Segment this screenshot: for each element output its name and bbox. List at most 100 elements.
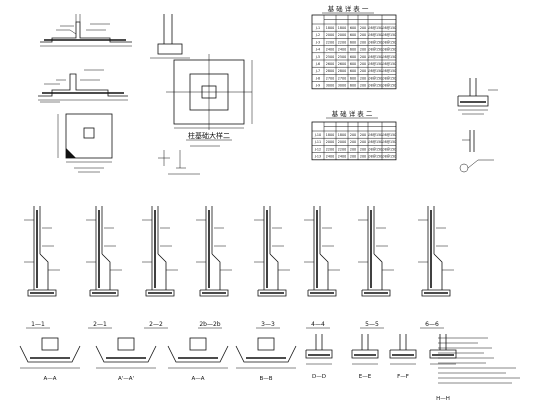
foundation-table-2-cell: J-13 bbox=[314, 155, 321, 159]
foundation-table-1-cell: 200 bbox=[360, 62, 366, 66]
foundation-section-detail-upper bbox=[40, 14, 132, 47]
foundation-table-1-cell: 600 bbox=[350, 33, 356, 37]
foundation-table-1-cell: 2000 bbox=[338, 33, 346, 37]
foundation-table-2-cell: 2200 bbox=[326, 147, 334, 151]
foundation-table-1-cell: ∅8@150 bbox=[368, 48, 383, 52]
foundation-table-1-cell: ∅8@150 bbox=[382, 55, 397, 59]
wall-sections-row: 1—1 2—1 2—2 2b—2b 3—3 4—4 5—5 6—6 bbox=[24, 206, 454, 329]
foundation-table-1-cell: 1800 bbox=[338, 26, 346, 30]
wall-section-label: 5—5 bbox=[365, 321, 379, 328]
foundation-table-1-cell: 2400 bbox=[326, 48, 334, 52]
bottom-section-4: B—B bbox=[235, 337, 297, 382]
foundation-table-2-cell: 200 bbox=[360, 155, 366, 159]
foundation-table-1-cell: 200 bbox=[360, 76, 366, 80]
foundation-table-1-cell: 2400 bbox=[338, 48, 346, 52]
foundation-table-2-cell: ∅8@150 bbox=[382, 133, 397, 137]
bottom-section-1: A—A bbox=[19, 337, 81, 382]
foundation-table-2-cell: 2000 bbox=[326, 140, 334, 144]
wall-section-6: 4—4 bbox=[304, 206, 340, 329]
bottom-section-label: A—A bbox=[191, 376, 204, 382]
foundation-table-1-cell: J-9 bbox=[315, 84, 320, 88]
bottom-section-label: E—E bbox=[359, 374, 372, 380]
foundation-table-1-cell: 2500 bbox=[338, 55, 346, 59]
foundation-table-1-cell: 600 bbox=[350, 40, 356, 44]
foundation-table-1-cell: ∅8@150 bbox=[382, 33, 397, 37]
bottom-section-label: F—F bbox=[397, 374, 409, 380]
foundation-table-1-cell: 200 bbox=[360, 84, 366, 88]
foundation-table-2-cell: ∅8@150 bbox=[368, 140, 383, 144]
wall-section-label: 2b—2b bbox=[199, 321, 220, 328]
foundation-table-1-cell: ∅8@150 bbox=[382, 40, 397, 44]
foundation-table-2-cell: J-10 bbox=[314, 133, 321, 137]
wall-section-2: 2—1 bbox=[86, 206, 122, 329]
column-base-plan: 柱基础大样二 bbox=[150, 14, 253, 147]
foundation-table-1-cell: 200 bbox=[360, 26, 366, 30]
foundation-table-1-cell: 2600 bbox=[338, 62, 346, 66]
bottom-section-3: A—A bbox=[167, 337, 229, 382]
foundation-table-1-cell: 2500 bbox=[326, 55, 334, 59]
foundation-table-1-cell: 200 bbox=[360, 48, 366, 52]
foundation-table-1-cell: 200 bbox=[360, 55, 366, 59]
small-column-detail bbox=[158, 150, 200, 175]
foundation-table-1-cell: ∅8@150 bbox=[368, 69, 383, 73]
foundation-table-1-cell: 2200 bbox=[338, 40, 346, 44]
foundation-table-2-cell: J-12 bbox=[314, 147, 321, 151]
foundation-table-2-cell: ∅8@150 bbox=[368, 147, 383, 151]
bottom-section-8: H—H bbox=[429, 334, 457, 402]
foundation-table-1-cell: ∅8@150 bbox=[368, 76, 383, 80]
foundation-table-1-cell: 600 bbox=[350, 76, 356, 80]
foundation-table-1-cell: ∅8@150 bbox=[368, 62, 383, 66]
foundation-table-1-cell: J-4 bbox=[315, 48, 320, 52]
bottom-section-label: D—D bbox=[312, 374, 326, 380]
foundation-table-1-cell: ∅8@150 bbox=[368, 55, 383, 59]
foundation-table-1-cell: 600 bbox=[350, 55, 356, 59]
foundation-table-1-cell: 200 bbox=[360, 69, 366, 73]
wall-section-label: 6—6 bbox=[425, 321, 439, 328]
foundation-table-2-cell: 200 bbox=[350, 155, 356, 159]
foundation-table-1-cell: ∅8@150 bbox=[382, 26, 397, 30]
foundation-table-1-cell: 2600 bbox=[326, 62, 334, 66]
wall-section-label: 1—1 bbox=[31, 321, 45, 328]
foundation-table-1-cell: ∅8@150 bbox=[382, 69, 397, 73]
foundation-table-2-cell: 2400 bbox=[338, 155, 346, 159]
wall-section-5: 3—3 bbox=[254, 206, 290, 329]
foundation-table-1-cell: ∅8@150 bbox=[382, 62, 397, 66]
foundation-table-1-cell: J-2 bbox=[315, 33, 320, 37]
wall-section-4: 2b—2b bbox=[196, 206, 232, 329]
foundation-table-2-cell: 200 bbox=[360, 147, 366, 151]
foundation-table-1-cell: J-6 bbox=[315, 62, 320, 66]
foundation-table-1-cell: J-7 bbox=[315, 69, 320, 73]
foundation-section-detail-lower bbox=[38, 69, 128, 103]
foundation-table-1-cell: 600 bbox=[350, 69, 356, 73]
foundation-table-2-cell: 2200 bbox=[338, 147, 346, 151]
foundation-table-2-cell: 200 bbox=[350, 133, 356, 137]
foundation-table-1-cell: 3000 bbox=[326, 84, 334, 88]
foundation-table-2-cell: 1800 bbox=[338, 133, 346, 137]
foundation-table-2-cell: 1800 bbox=[326, 133, 334, 137]
foundation-table-1-cell: 2800 bbox=[326, 69, 334, 73]
foundation-table-2-cell: 200 bbox=[350, 140, 356, 144]
foundation-table-2-cell: 200 bbox=[360, 133, 366, 137]
foundation-table-1-cell: 2700 bbox=[338, 76, 346, 80]
foundation-table-1-cell: 600 bbox=[350, 84, 356, 88]
bottom-section-label: H—H bbox=[436, 396, 450, 402]
foundation-table-2-title: 基 础 详 表 二 bbox=[332, 109, 373, 118]
detail-label-column-base-2: 柱基础大样二 bbox=[188, 131, 230, 140]
wall-section-3: 2—2 bbox=[142, 206, 178, 329]
foundation-table-1-cell: 2000 bbox=[326, 33, 334, 37]
foundation-table-2-cell: ∅8@150 bbox=[368, 133, 383, 137]
wall-section-label: 4—4 bbox=[311, 321, 325, 328]
foundation-table-1-cell: 2200 bbox=[326, 40, 334, 44]
footing-plan-small bbox=[57, 113, 113, 173]
foundation-table-1-cell: 3000 bbox=[338, 84, 346, 88]
foundation-table-1-cell: ∅8@150 bbox=[368, 26, 383, 30]
foundation-table-1-cell: ∅8@150 bbox=[368, 33, 383, 37]
foundation-table-2-cell: J-11 bbox=[314, 140, 321, 144]
foundation-table-2-cell: 200 bbox=[350, 147, 356, 151]
foundation-table-1-cell: J-3 bbox=[315, 40, 320, 44]
wall-section-1: 1—1 bbox=[24, 206, 60, 329]
